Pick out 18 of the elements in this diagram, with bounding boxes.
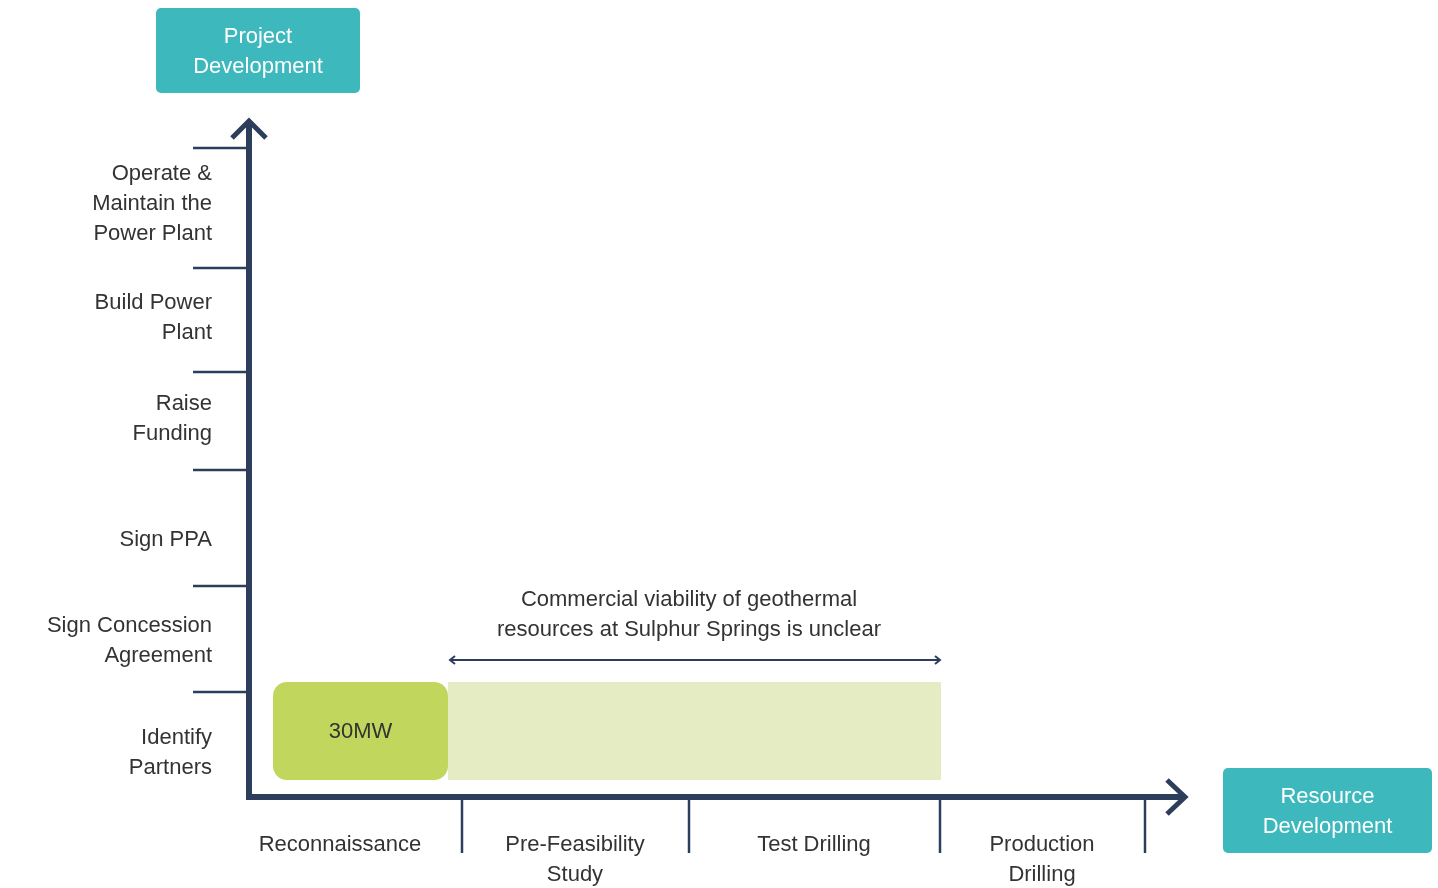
axis-label: Pre-Feasibility Study (504, 830, 646, 888)
axis-label: Reconnaissance (257, 830, 423, 858)
axis-label: Build Power Plant (93, 288, 212, 346)
capacity-box (273, 682, 448, 780)
axis-label: Identify Partners (127, 723, 212, 781)
axis-label: Sign PPA (118, 525, 212, 553)
axis-label: Raise Funding (131, 389, 212, 447)
node-label: Resource Development (1261, 781, 1394, 840)
axis-label: Operate & Maintain the Power Plant (91, 159, 212, 247)
heading-box (1223, 768, 1432, 853)
axis-label: Production Drilling (988, 830, 1096, 888)
annotation-text: Commercial viability of geothermal resources at Sulphur Springs is unclear (496, 585, 882, 643)
node-label: Project Development (192, 21, 324, 80)
node-label: 30MW (327, 717, 394, 745)
axis-label: Test Drilling (756, 830, 872, 858)
timeline-bar (448, 682, 941, 780)
heading-box (156, 8, 360, 93)
axis-label: Sign Concession Agreement (45, 611, 212, 669)
